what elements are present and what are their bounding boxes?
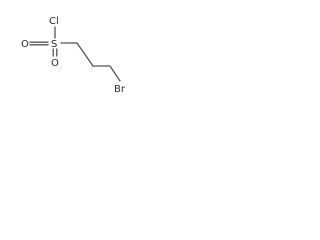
atom-oxygen-left: O <box>21 39 29 50</box>
bond-c1-c2 <box>76 42 94 67</box>
atom-chlorine: Cl <box>49 16 59 27</box>
chemical-structure: O S O Cl Br <box>21 16 126 95</box>
atom-sulfur: S <box>51 39 57 50</box>
bond-c3-br <box>109 65 121 82</box>
atom-bromine: Br <box>114 84 126 95</box>
atom-oxygen-bottom: O <box>51 58 59 69</box>
